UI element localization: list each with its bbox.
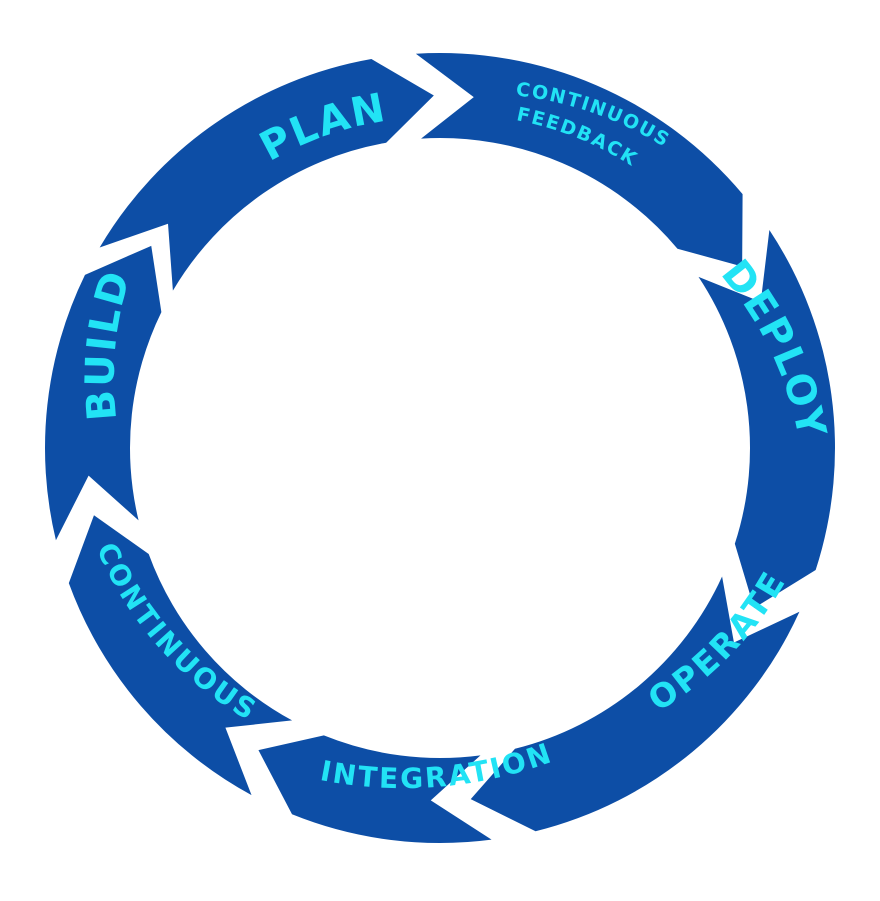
cycle-segment-continuous-feedback	[415, 53, 743, 267]
cycle-segment-plan	[99, 59, 434, 291]
cycle-segment-build	[44, 245, 162, 541]
cycle-segment-continuous	[68, 515, 293, 796]
cycle-segment-operate	[470, 576, 800, 832]
cycle-segment-deploy	[698, 229, 835, 609]
cycle-segment-integration	[258, 735, 492, 843]
